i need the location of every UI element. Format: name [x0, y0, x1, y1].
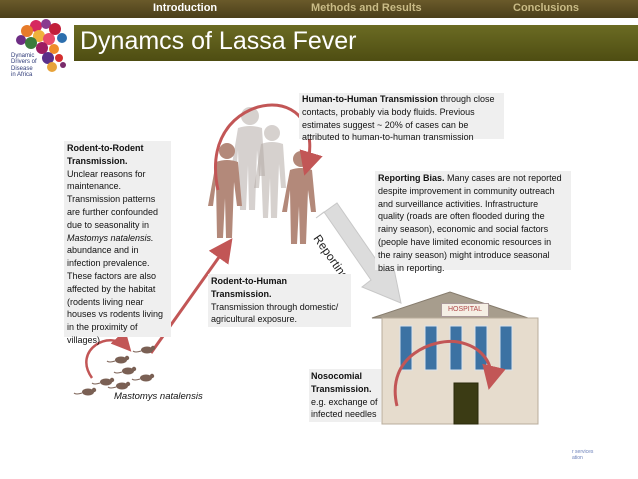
africa-logo — [16, 19, 67, 72]
reporting-bias-box: Reporting Bias. Many cases are not repor… — [375, 171, 571, 273]
title-bar — [74, 25, 638, 61]
rodent-icon — [107, 381, 131, 390]
hospital-building — [371, 291, 539, 425]
tab-methods-and-results[interactable]: Methods and Results — [311, 2, 422, 14]
human-figure-right — [282, 151, 316, 244]
rodent-icon — [132, 345, 156, 354]
rodent-icon — [91, 377, 115, 386]
rodent-icon — [106, 355, 130, 364]
tab-introduction[interactable]: Introduction — [153, 2, 218, 14]
rodent-to-human-box: Rodent-to-Human Transmission. Transmissi… — [208, 274, 351, 327]
rodent-icon — [113, 366, 137, 375]
logo-text: Dynamic Drivers of Disease in Africa — [11, 53, 37, 79]
rodent-icon — [73, 387, 97, 396]
hospital-sign: HOSPITAL — [441, 303, 489, 317]
mastomys-caption: Mastomys natalensis — [114, 391, 203, 402]
hospital-door — [453, 382, 479, 425]
footer-text: r services ation — [572, 449, 594, 461]
human-figure-back-right — [254, 125, 286, 218]
rodent-to-rodent-box: Rodent-to-Rodent Transmission. Unclear r… — [64, 141, 171, 345]
human-to-human-box: Human-to-Human Transmission through clos… — [299, 93, 504, 142]
nosocomial-arrow — [393, 339, 506, 407]
rodent-icon — [131, 373, 155, 382]
rodent-icons — [73, 345, 156, 396]
top-nav-bar — [0, 0, 638, 18]
africa-map-icon — [16, 19, 67, 72]
page-title: Dynamcs of Lassa Fever — [80, 27, 357, 55]
reporting-arrow — [315, 202, 402, 304]
tab-conclusions[interactable]: Conclusions — [513, 2, 580, 14]
nosocomial-box: Nosocomial Transmission. e.g. exchange o… — [309, 369, 381, 422]
rodent-to-rodent-arrow — [85, 330, 132, 379]
